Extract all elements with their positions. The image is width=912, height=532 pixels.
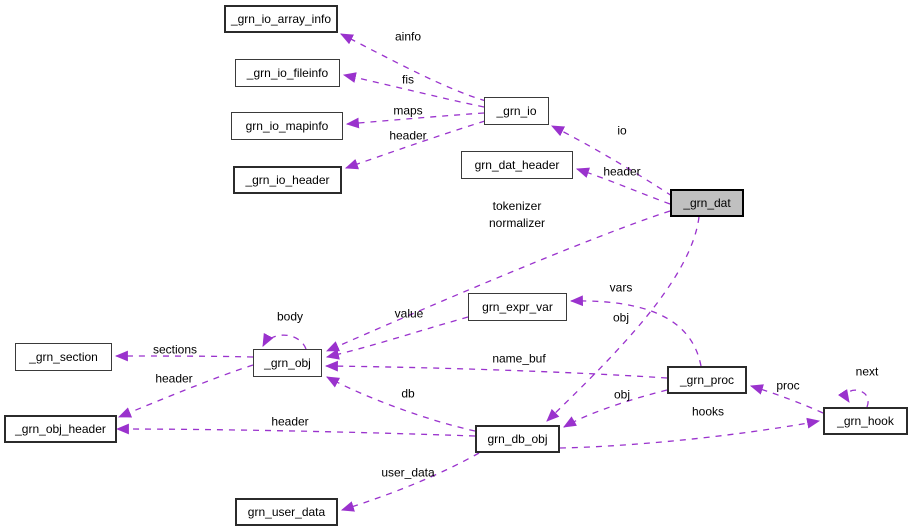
edge-label-db: db	[401, 386, 415, 401]
edge-label-user-data: user_data	[381, 465, 435, 480]
node-grn-obj-header[interactable]: _grn_obj_header	[4, 415, 117, 443]
edge-io	[551, 125, 673, 197]
node-grn-section[interactable]: _grn_section	[15, 343, 112, 371]
node-grn-io-fileinfo[interactable]: _grn_io_fileinfo	[235, 59, 340, 87]
edge-vars	[569, 295, 702, 367]
edge-obj-proc	[563, 389, 668, 428]
edge-proc	[749, 384, 824, 414]
edge-label-obj-proc: obj	[613, 387, 631, 402]
edge-label-name-buf: name_buf	[492, 351, 546, 366]
node-grn-dat[interactable]: _grn_dat	[670, 189, 744, 217]
node-grn-dat-header[interactable]: grn_dat_header	[461, 151, 573, 179]
edge-label-header-obj: header	[155, 371, 193, 386]
edge-header-io	[344, 120, 486, 170]
node-grn-user-data[interactable]: grn_user_data	[235, 498, 338, 526]
edge-name-buf	[324, 360, 668, 379]
node-grn-io[interactable]: _grn_io	[484, 97, 549, 125]
edge-label-next: next	[855, 364, 879, 379]
node-grn-io-mapinfo[interactable]: grn_io_mapinfo	[231, 112, 343, 140]
edge-label-maps: maps	[393, 103, 423, 118]
edge-sections	[114, 350, 254, 362]
node-grn-io-array-info[interactable]: _grn_io_array_info	[224, 5, 338, 33]
edge-label-ainfo: ainfo	[394, 29, 422, 44]
edge-label-tokenizer-normalizer: tokenizer normalizer	[488, 199, 546, 230]
node-grn-hook[interactable]: _grn_hook	[823, 407, 908, 435]
edge-header-db	[115, 423, 476, 437]
edge-label-fis: fis	[402, 72, 414, 87]
edge-label-vars: vars	[609, 280, 633, 295]
edge-ainfo	[340, 33, 487, 102]
node-grn-obj[interactable]: _grn_obj	[253, 349, 322, 377]
edge-label-proc: proc	[776, 378, 800, 393]
node-grn-expr-var[interactable]: grn_expr_var	[468, 293, 567, 321]
edge-label-header-io: header	[389, 128, 427, 143]
edge-header-obj	[117, 364, 254, 418]
edge-label-hooks: hooks	[691, 404, 725, 419]
edge-maps	[345, 112, 485, 129]
node-grn-io-header[interactable]: _grn_io_header	[233, 166, 342, 194]
edge-obj-dat	[546, 216, 700, 422]
edge-label-header-db: header	[271, 414, 309, 429]
edge-label-obj-dat: obj	[612, 310, 630, 325]
node-grn-proc[interactable]: _grn_proc	[667, 366, 747, 394]
edge-label-header-dat: header	[603, 164, 641, 179]
edge-hooks	[559, 417, 821, 449]
node-grn-db-obj[interactable]: grn_db_obj	[475, 425, 560, 453]
edge-body-self-loop	[262, 332, 307, 350]
edge-label-body: body	[276, 309, 304, 324]
edge-fis	[342, 72, 485, 108]
edge-label-sections: sections	[152, 342, 198, 357]
edge-next-self-loop	[837, 389, 869, 408]
edge-label-value: value	[394, 306, 424, 321]
edge-tokenizer-normalizer	[326, 210, 671, 352]
edge-label-io: io	[617, 123, 627, 138]
edge-value	[325, 316, 469, 360]
edge-header-dat	[575, 167, 671, 205]
edge-user-data	[340, 452, 480, 512]
